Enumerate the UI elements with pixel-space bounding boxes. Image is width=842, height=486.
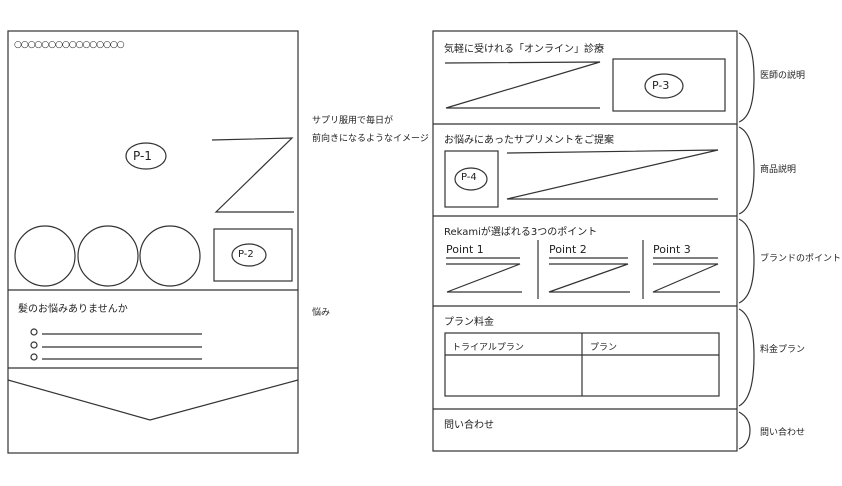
hero-circle-2 — [77, 225, 139, 287]
hero-dots: ○○○○○○○○○○○○○○○○ — [14, 40, 125, 50]
worry-bullet-2 — [30, 341, 38, 349]
s3-note: ブランドのポイント — [760, 254, 842, 264]
brace-s4 — [738, 308, 755, 407]
hero-sub-label-oval — [231, 243, 267, 267]
hero-text-zigzag — [211, 137, 294, 213]
s2-text-zigzag — [506, 149, 719, 200]
hero-label-oval — [125, 142, 167, 170]
worry-chevron-arrow — [7, 379, 299, 421]
hero-sub-label: P-2 — [238, 249, 254, 260]
s4-title: プラン料金 — [444, 317, 494, 328]
s1-text-zigzag — [444, 61, 601, 109]
s2-title: お悩みにあったサプリメントをご提案 — [444, 135, 614, 146]
point-2-label: Point 2 — [549, 243, 587, 256]
hero-circle-1 — [14, 225, 76, 287]
brace-s3 — [738, 218, 755, 304]
point-2-zigzag — [548, 263, 630, 293]
hero-circle-3 — [139, 225, 201, 287]
left-frame — [7, 30, 299, 454]
s4-note: 料金プラン — [760, 345, 806, 355]
worry-bullet-3 — [30, 353, 38, 361]
s1-image-box — [612, 58, 726, 112]
s1-title: 気軽に受けれる「オンライン」診療 — [444, 44, 604, 55]
s3-title: Rekamiが選ばれる3つのポイント — [444, 227, 598, 238]
point-3-label: Point 3 — [653, 243, 691, 256]
right-frame — [432, 30, 738, 452]
worry-bullet-1 — [30, 328, 38, 336]
hero-note-line-2: 前向きになるようなイメージ — [312, 134, 429, 144]
s2-image-box — [444, 150, 499, 208]
point-1-label: Point 1 — [446, 243, 484, 256]
point-1-zigzag — [446, 263, 522, 293]
s1-label-oval — [644, 73, 684, 99]
hero-sub-box — [213, 228, 293, 282]
brace-s2 — [738, 126, 755, 215]
worry-note: 悩み — [312, 308, 331, 318]
point-3-zigzag — [652, 263, 720, 293]
hero-label: P-1 — [133, 149, 152, 163]
s1-note: 医師の説明 — [760, 71, 806, 81]
hero-note-line-1: サプリ服用で毎日が — [312, 116, 394, 126]
s5-title: 問い合わせ — [444, 420, 494, 431]
s1-label: P-3 — [652, 79, 670, 92]
worry-title: 髪のお悩みありませんか — [18, 304, 128, 315]
s2-label-oval — [454, 167, 488, 191]
brace-s1 — [738, 32, 755, 123]
plan-header-trial: トライアルプラン — [452, 343, 524, 353]
plan-header-plan: プラン — [590, 343, 618, 353]
s2-label: P-4 — [461, 172, 477, 183]
brace-s5 — [738, 411, 751, 450]
s2-note: 商品説明 — [760, 165, 797, 175]
s5-note: 問い合わせ — [760, 428, 806, 438]
